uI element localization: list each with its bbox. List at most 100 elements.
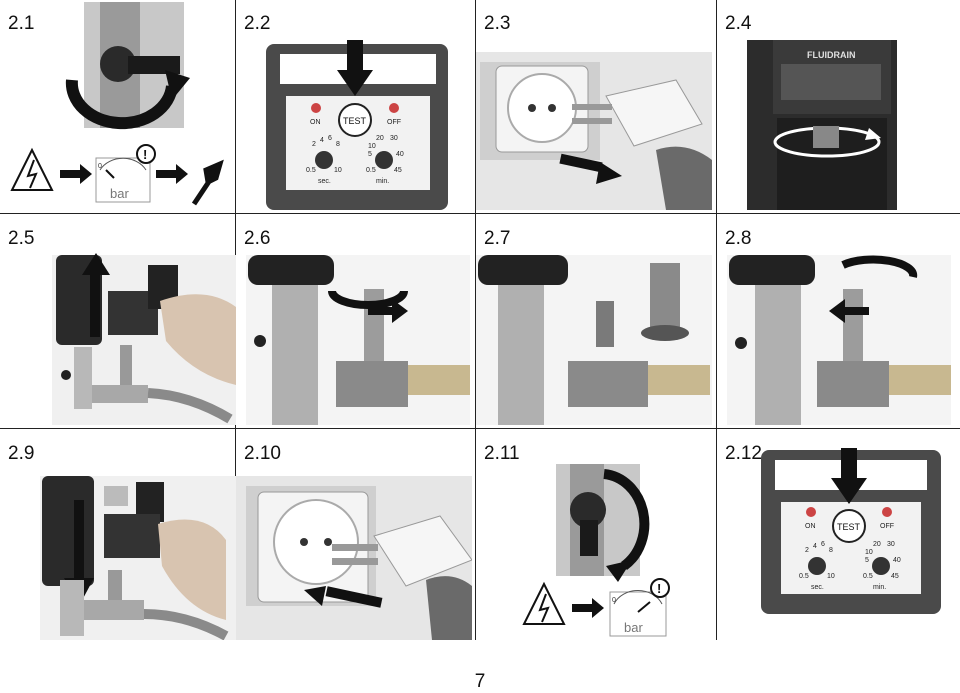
step-number: 2.10 <box>244 443 281 464</box>
step-2-9-panel: 2.9 <box>0 430 236 640</box>
svg-text:0.5: 0.5 <box>799 573 809 580</box>
pressure-gauge-icon <box>95 157 151 203</box>
step-2-8-panel: 2.8 <box>717 215 953 425</box>
drain-unit-illustration: FLUIDRAIN <box>747 40 897 210</box>
pressure-gauge-icon <box>609 591 667 637</box>
unscrew-illustration <box>246 255 470 425</box>
wrench-icon <box>191 159 224 206</box>
svg-text:5: 5 <box>865 557 869 564</box>
svg-text:min.: min. <box>376 178 389 185</box>
armature-tube-icon <box>650 263 680 329</box>
valve-knob-icon <box>100 46 136 82</box>
socket-icon <box>273 499 359 585</box>
valve-open-illustration: 0 bar ! <box>522 464 670 637</box>
on-indicator-icon <box>311 103 321 113</box>
step-2-2-panel: 2.2 ON OFF TEST 2 4 6 8 0.5 10 sec. 20 3… <box>236 0 472 210</box>
svg-text:10: 10 <box>334 167 342 174</box>
arrow-left-icon <box>304 586 326 606</box>
high-voltage-warning-icon <box>522 581 566 625</box>
screw-in-illustration <box>727 255 951 425</box>
step-2-4-panel: 2.4 FLUIDRAIN <box>717 0 953 210</box>
hand-icon <box>158 519 226 620</box>
svg-text:4: 4 <box>320 137 324 144</box>
svg-text:40: 40 <box>893 557 901 564</box>
seconds-dial <box>315 151 333 169</box>
step-2-12-panel: 2.12 ON OFF TEST 2 4 6 8 0.5 10 sec. 20 … <box>717 430 953 640</box>
svg-text:sec.: sec. <box>811 584 824 591</box>
plug-in-illustration <box>236 476 472 640</box>
seconds-dial <box>808 557 826 575</box>
rotate-arrow-icon <box>603 469 650 571</box>
high-voltage-warning-icon <box>10 147 54 191</box>
step-number: 2.12 <box>725 443 762 464</box>
press-down-arrow-icon <box>337 70 373 96</box>
svg-text:8: 8 <box>336 141 340 148</box>
svg-text:10: 10 <box>827 573 835 580</box>
step-number: 2.8 <box>725 228 752 249</box>
step-number: 2.5 <box>8 228 35 249</box>
valve-knob-icon <box>570 492 606 528</box>
arrow-right-icon <box>596 162 622 184</box>
attention-icon <box>136 144 156 164</box>
page-number: 7 <box>474 671 486 692</box>
minutes-dial <box>375 151 393 169</box>
step-2-1-panel: 2.1 0 bar ! <box>0 0 236 210</box>
svg-text:ON: ON <box>310 119 321 126</box>
svg-text:ON: ON <box>805 523 816 530</box>
svg-text:2: 2 <box>312 141 316 148</box>
svg-text:!: ! <box>657 581 661 596</box>
svg-text:0: 0 <box>612 597 616 604</box>
rotate-arrow-icon <box>65 79 178 130</box>
test-button <box>338 103 372 137</box>
arrow-right-icon <box>176 164 188 184</box>
remove-unit-illustration <box>52 253 236 425</box>
svg-text:OFF: OFF <box>880 523 894 530</box>
reinstall-unit-illustration <box>40 476 236 640</box>
svg-text:20: 20 <box>873 541 881 548</box>
control-panel-illustration: ON OFF TEST 2 4 6 8 0.5 10 sec. 20 30 10… <box>266 40 448 210</box>
svg-text:0.5: 0.5 <box>863 573 873 580</box>
plunger-icon <box>596 301 614 347</box>
arrow-right-icon <box>592 598 604 618</box>
test-button <box>832 509 866 543</box>
svg-text:TEST: TEST <box>837 522 861 532</box>
step-number: 2.1 <box>8 13 35 34</box>
step-number: 2.4 <box>725 13 752 34</box>
svg-text:TEST: TEST <box>343 116 367 126</box>
grid-divider <box>716 0 717 640</box>
svg-text:45: 45 <box>394 167 402 174</box>
svg-text:6: 6 <box>821 541 825 548</box>
socket-icon <box>507 73 577 143</box>
svg-text:2: 2 <box>805 547 809 554</box>
svg-text:20: 20 <box>376 135 384 142</box>
svg-text:bar: bar <box>624 620 643 635</box>
minutes-dial <box>872 557 890 575</box>
off-indicator-icon <box>389 103 399 113</box>
svg-text:8: 8 <box>829 547 833 554</box>
step-number: 2.2 <box>244 13 271 34</box>
step-number: 2.9 <box>8 443 35 464</box>
off-indicator-icon <box>882 507 892 517</box>
svg-text:OFF: OFF <box>387 119 401 126</box>
unplug-illustration <box>476 52 712 210</box>
grid-divider <box>475 0 476 640</box>
svg-text:sec.: sec. <box>318 178 331 185</box>
on-indicator-icon <box>806 507 816 517</box>
svg-text:0.5: 0.5 <box>366 167 376 174</box>
svg-text:45: 45 <box>891 573 899 580</box>
control-panel-illustration: ON OFF TEST 2 4 6 8 0.5 10 sec. 20 30 10… <box>761 448 941 614</box>
grid-divider <box>0 428 960 429</box>
svg-text:10: 10 <box>368 143 376 150</box>
step-number: 2.7 <box>484 228 511 249</box>
instruction-grid: 2.1 0 bar ! 2.2 <box>0 0 960 640</box>
plug-icon <box>373 515 472 587</box>
svg-text:0.5: 0.5 <box>306 167 316 174</box>
rotate-arrow-icon <box>328 290 408 309</box>
svg-text:30: 30 <box>887 541 895 548</box>
step-2-10-panel: 2.10 <box>236 430 472 640</box>
rotate-arrow-icon <box>841 255 918 278</box>
solenoid-parts-illustration <box>476 255 712 425</box>
step-2-5-panel: 2.5 <box>0 215 236 425</box>
arrow-up-icon <box>82 253 110 275</box>
press-down-arrow-icon <box>831 478 867 504</box>
